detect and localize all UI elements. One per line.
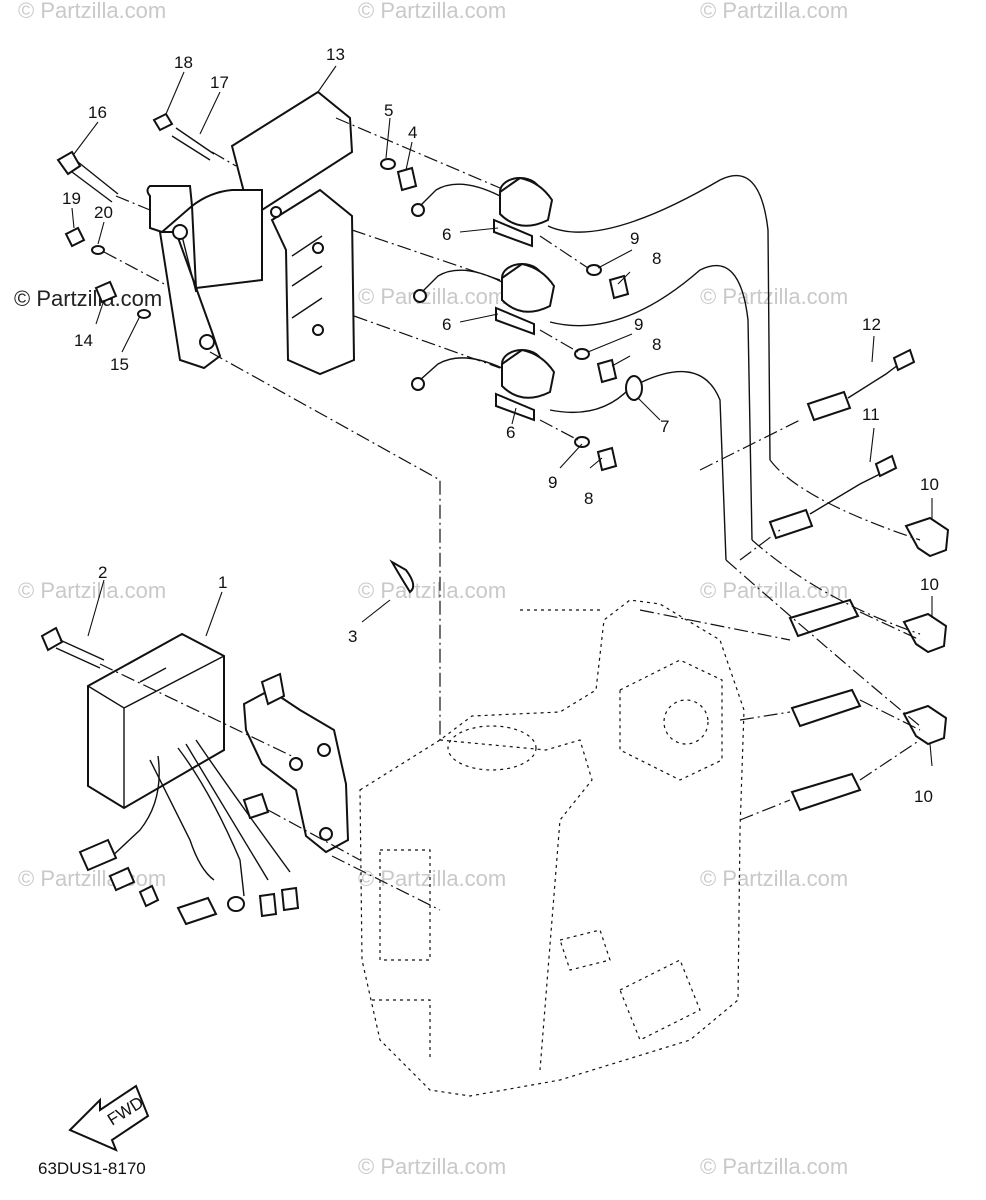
callout-8-middle: 8 (652, 335, 661, 354)
callout-17: 17 (210, 73, 229, 92)
callout-10-third: 10 (914, 787, 933, 806)
washer-20 (91, 245, 105, 255)
cdi-unit (78, 632, 300, 926)
ignition-coil-bracket (146, 90, 356, 376)
callout-8-lower: 8 (584, 489, 593, 508)
bolt-19 (64, 226, 86, 248)
leader-lines (71, 65, 933, 767)
callout-14: 14 (74, 331, 93, 350)
callout-20: 20 (94, 203, 113, 222)
ignition-coil-upper (411, 174, 771, 461)
callout-11: 11 (862, 405, 880, 424)
screw-washer-set (380, 158, 630, 472)
callout-10-second: 10 (920, 575, 939, 594)
callout-2: 2 (98, 563, 107, 582)
watermark: © Partzilla.com (700, 1154, 848, 1179)
watermark: © Partzilla.com (358, 578, 506, 603)
bolt-14 (94, 280, 118, 304)
watermark: © Partzilla.com (358, 0, 506, 23)
ignition-coil-middle (413, 262, 753, 541)
cdi-bracket (242, 672, 350, 854)
callout-6-lower: 6 (506, 423, 515, 442)
callout-18: 18 (174, 53, 193, 72)
watermark: © Partzilla.com (358, 1154, 506, 1179)
fwd-arrow-icon: FWD (68, 1084, 150, 1152)
assembly-lines (99, 117, 921, 911)
watermark: © Partzilla.com (700, 578, 848, 603)
plug-caps (902, 516, 950, 746)
watermark: © Partzilla.com (700, 0, 848, 23)
sensor-lead-12 (806, 348, 916, 422)
bolt-2 (40, 626, 105, 669)
watermark: © Partzilla.com (18, 0, 166, 23)
callouts: 1 2 3 4 5 6 6 6 7 8 8 8 9 9 9 10 10 10 1… (62, 45, 939, 806)
cylinder-block (359, 599, 745, 1097)
watermark: © Partzilla.com (700, 866, 848, 891)
watermark: © Partzilla.com (18, 578, 166, 603)
spark-plugs (788, 598, 862, 812)
callout-16: 16 (88, 103, 107, 122)
watermark: © Partzilla.com (18, 866, 166, 891)
callout-9-lower: 9 (548, 473, 557, 492)
callout-6-upper: 6 (442, 225, 451, 244)
ignition-coil-lower (411, 348, 727, 561)
callout-8-upper: 8 (652, 249, 661, 268)
callout-1: 1 (218, 573, 227, 592)
callout-6-middle: 6 (442, 315, 451, 334)
sensor-lead-11 (768, 454, 898, 540)
callout-4: 4 (408, 123, 417, 142)
watermark-dark: © Partzilla.com (14, 286, 162, 311)
callout-9-middle: 9 (634, 315, 643, 334)
watermark: © Partzilla.com (358, 284, 506, 309)
bolt-16 (56, 150, 119, 203)
callout-12: 12 (862, 315, 881, 334)
callout-5: 5 (384, 101, 393, 120)
callout-13: 13 (326, 45, 345, 64)
callout-3: 3 (348, 627, 357, 646)
callout-15: 15 (110, 355, 129, 374)
diagram-code: 63DUS1-8170 (38, 1159, 146, 1178)
watermark: © Partzilla.com (700, 284, 848, 309)
callout-9-upper: 9 (630, 229, 639, 248)
callout-7: 7 (660, 417, 669, 436)
nut-18 (152, 112, 174, 132)
clamp-3 (389, 559, 415, 594)
callout-19: 19 (62, 189, 81, 208)
watermark-layer: © Partzilla.com © Partzilla.com © Partzi… (14, 0, 848, 1179)
callout-10-first: 10 (920, 475, 939, 494)
washer-15 (137, 309, 151, 319)
stud-bolt-17 (171, 127, 215, 161)
watermark: © Partzilla.com (358, 866, 506, 891)
